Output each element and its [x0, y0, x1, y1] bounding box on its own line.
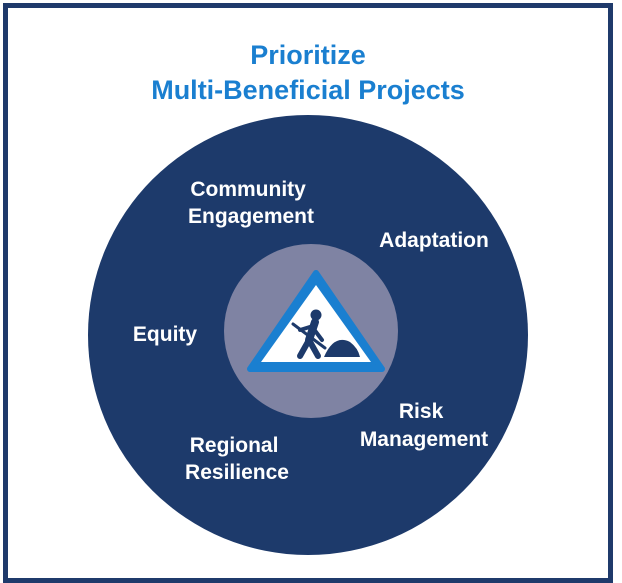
title-line-2: Multi-Beneficial Projects [151, 75, 465, 105]
label-equity: Equity [133, 323, 197, 346]
benefits-circle-diagram: Community Engagement Adaptation Equity R… [88, 115, 528, 555]
community-label-line-1: Community [190, 178, 306, 201]
title-line-1: Prioritize [250, 40, 366, 70]
diagram-title: Prioritize Multi-Beneficial Projects [8, 38, 608, 108]
men-at-work-sign-icon [247, 270, 385, 372]
risk-label-line-1: Risk [399, 400, 444, 423]
label-risk-management: Risk Management [360, 400, 488, 451]
label-regional-resilience: Regional Resilience [185, 434, 289, 484]
resilience-label-line-2: Resilience [185, 461, 289, 484]
engagement-label-line-2: Engagement [188, 205, 314, 228]
label-adaptation: Adaptation [379, 229, 489, 252]
management-label-line-2: Management [360, 428, 488, 451]
regional-label-line-1: Regional [190, 434, 279, 457]
label-community-engagement: Community Engagement [188, 178, 314, 228]
